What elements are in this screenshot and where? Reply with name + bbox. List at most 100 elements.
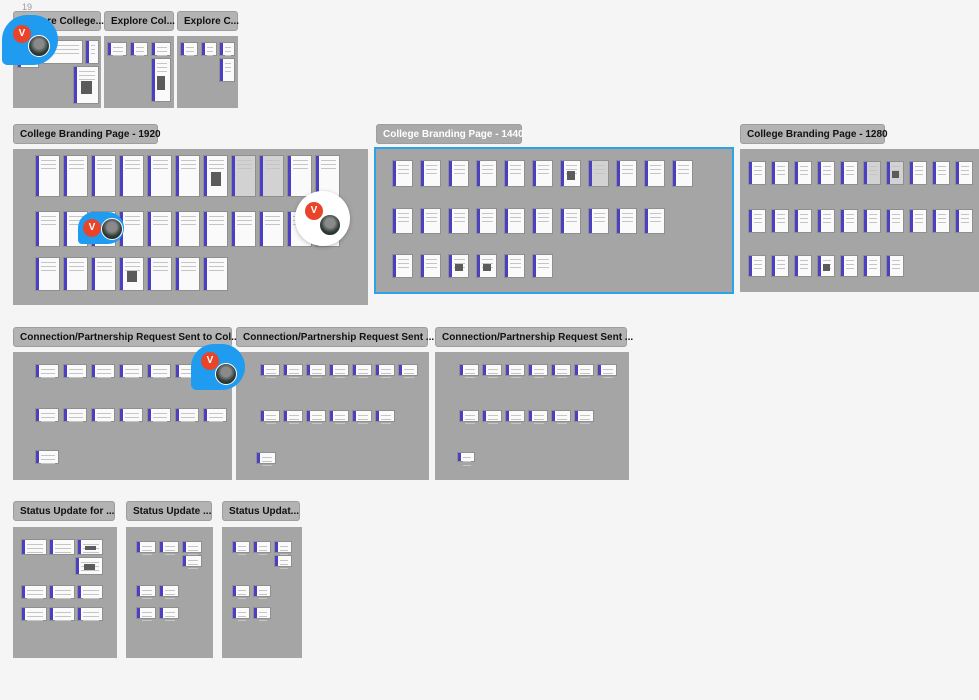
screen-thumbnail[interactable] xyxy=(219,58,235,82)
screen-thumbnail[interactable] xyxy=(306,410,326,424)
screen-thumbnail[interactable] xyxy=(748,161,766,185)
screen-thumbnail[interactable] xyxy=(85,40,99,64)
screen-thumbnail[interactable] xyxy=(955,161,973,185)
screen-thumbnail[interactable] xyxy=(182,541,202,555)
screen-thumbnail[interactable] xyxy=(482,364,502,378)
screen-thumbnail[interactable] xyxy=(528,410,548,424)
screen-thumbnail[interactable] xyxy=(448,160,469,187)
frame-label-connection-2[interactable]: Connection/Partnership Request Sent ... xyxy=(236,327,434,347)
frame-status-3[interactable] xyxy=(222,527,302,658)
screen-thumbnail[interactable] xyxy=(932,161,950,185)
screen-thumbnail[interactable] xyxy=(21,585,47,599)
screen-thumbnail[interactable] xyxy=(504,160,525,187)
screen-thumbnail[interactable] xyxy=(505,410,525,424)
screen-thumbnail[interactable] xyxy=(136,541,156,555)
screen-thumbnail[interactable] xyxy=(532,160,553,187)
screen-thumbnail[interactable] xyxy=(35,211,60,247)
screen-thumbnail[interactable] xyxy=(21,607,47,621)
screen-thumbnail[interactable] xyxy=(147,364,171,378)
frame-connection-1[interactable] xyxy=(13,352,232,480)
screen-thumbnail[interactable] xyxy=(49,585,75,599)
frame-status-1[interactable] xyxy=(13,527,117,658)
screen-thumbnail[interactable] xyxy=(253,585,271,599)
frame-connection-2[interactable] xyxy=(236,352,429,480)
screen-thumbnail[interactable] xyxy=(448,208,469,234)
frame-label-status-3[interactable]: Status Updat... xyxy=(222,501,300,521)
screen-thumbnail[interactable] xyxy=(73,66,99,104)
screen-thumbnail[interactable] xyxy=(597,364,617,378)
screen-thumbnail[interactable] xyxy=(35,155,60,197)
screen-thumbnail[interactable] xyxy=(259,211,284,247)
screen-thumbnail[interactable] xyxy=(147,155,172,197)
screen-thumbnail[interactable] xyxy=(476,208,497,234)
screen-thumbnail[interactable] xyxy=(136,585,156,599)
screen-thumbnail[interactable] xyxy=(49,607,75,621)
frame-label-status-2[interactable]: Status Update ... xyxy=(126,501,212,521)
screen-thumbnail[interactable] xyxy=(448,254,469,278)
screen-thumbnail[interactable] xyxy=(771,161,789,185)
screen-thumbnail[interactable] xyxy=(863,255,881,277)
screen-thumbnail[interactable] xyxy=(63,408,87,422)
screen-thumbnail[interactable] xyxy=(91,257,116,291)
screen-thumbnail[interactable] xyxy=(159,607,179,621)
screen-thumbnail[interactable] xyxy=(560,160,581,187)
screen-thumbnail[interactable] xyxy=(574,410,594,424)
screen-thumbnail[interactable] xyxy=(274,555,292,569)
screen-thumbnail[interactable] xyxy=(175,257,200,291)
screen-thumbnail[interactable] xyxy=(119,408,143,422)
screen-thumbnail[interactable] xyxy=(459,410,479,424)
screen-thumbnail[interactable] xyxy=(528,364,548,378)
screen-thumbnail[interactable] xyxy=(232,585,250,599)
screen-thumbnail[interactable] xyxy=(175,211,200,247)
screen-thumbnail[interactable] xyxy=(476,160,497,187)
frame-status-2[interactable] xyxy=(126,527,213,658)
screen-thumbnail[interactable] xyxy=(955,209,973,233)
screen-thumbnail[interactable] xyxy=(616,160,637,187)
screen-thumbnail[interactable] xyxy=(259,155,284,197)
screen-thumbnail[interactable] xyxy=(180,42,198,56)
screen-thumbnail[interactable] xyxy=(232,607,250,621)
screen-thumbnail[interactable] xyxy=(231,211,256,247)
screen-thumbnail[interactable] xyxy=(203,211,228,247)
screen-thumbnail[interactable] xyxy=(482,410,502,424)
screen-thumbnail[interactable] xyxy=(77,539,103,555)
screen-thumbnail[interactable] xyxy=(909,209,927,233)
screen-thumbnail[interactable] xyxy=(476,254,497,278)
screen-thumbnail[interactable] xyxy=(159,541,179,555)
screen-thumbnail[interactable] xyxy=(147,211,172,247)
screen-thumbnail[interactable] xyxy=(159,585,179,599)
screen-thumbnail[interactable] xyxy=(147,408,171,422)
screen-thumbnail[interactable] xyxy=(329,410,349,424)
screen-thumbnail[interactable] xyxy=(352,364,372,378)
screen-thumbnail[interactable] xyxy=(63,257,88,291)
screen-thumbnail[interactable] xyxy=(175,155,200,197)
screen-thumbnail[interactable] xyxy=(203,257,228,291)
collaborator-cursor[interactable]: V xyxy=(295,191,350,246)
screen-thumbnail[interactable] xyxy=(616,208,637,234)
screen-thumbnail[interactable] xyxy=(232,541,250,555)
screen-thumbnail[interactable] xyxy=(771,209,789,233)
frame-explore-col[interactable] xyxy=(104,36,174,108)
screen-thumbnail[interactable] xyxy=(863,161,881,185)
screen-thumbnail[interactable] xyxy=(817,161,835,185)
screen-thumbnail[interactable] xyxy=(49,539,75,555)
screen-thumbnail[interactable] xyxy=(375,410,395,424)
screen-thumbnail[interactable] xyxy=(886,255,904,277)
screen-thumbnail[interactable] xyxy=(644,160,665,187)
screen-thumbnail[interactable] xyxy=(840,209,858,233)
screen-thumbnail[interactable] xyxy=(560,208,581,234)
screen-thumbnail[interactable] xyxy=(794,209,812,233)
screen-thumbnail[interactable] xyxy=(420,254,441,278)
frame-branding-1920[interactable] xyxy=(13,149,368,305)
screen-thumbnail[interactable] xyxy=(260,410,280,424)
screen-thumbnail[interactable] xyxy=(119,257,144,291)
frame-label-branding-1280[interactable]: College Branding Page - 1280 xyxy=(740,124,888,144)
screen-thumbnail[interactable] xyxy=(77,585,103,599)
screen-thumbnail[interactable] xyxy=(840,255,858,277)
screen-thumbnail[interactable] xyxy=(182,555,202,569)
frame-label-explore-col[interactable]: Explore Col... xyxy=(104,11,175,31)
frame-label-explore-c[interactable]: Explore C... xyxy=(177,11,239,31)
screen-thumbnail[interactable] xyxy=(532,208,553,234)
screen-thumbnail[interactable] xyxy=(420,160,441,187)
screen-thumbnail[interactable] xyxy=(151,42,171,56)
